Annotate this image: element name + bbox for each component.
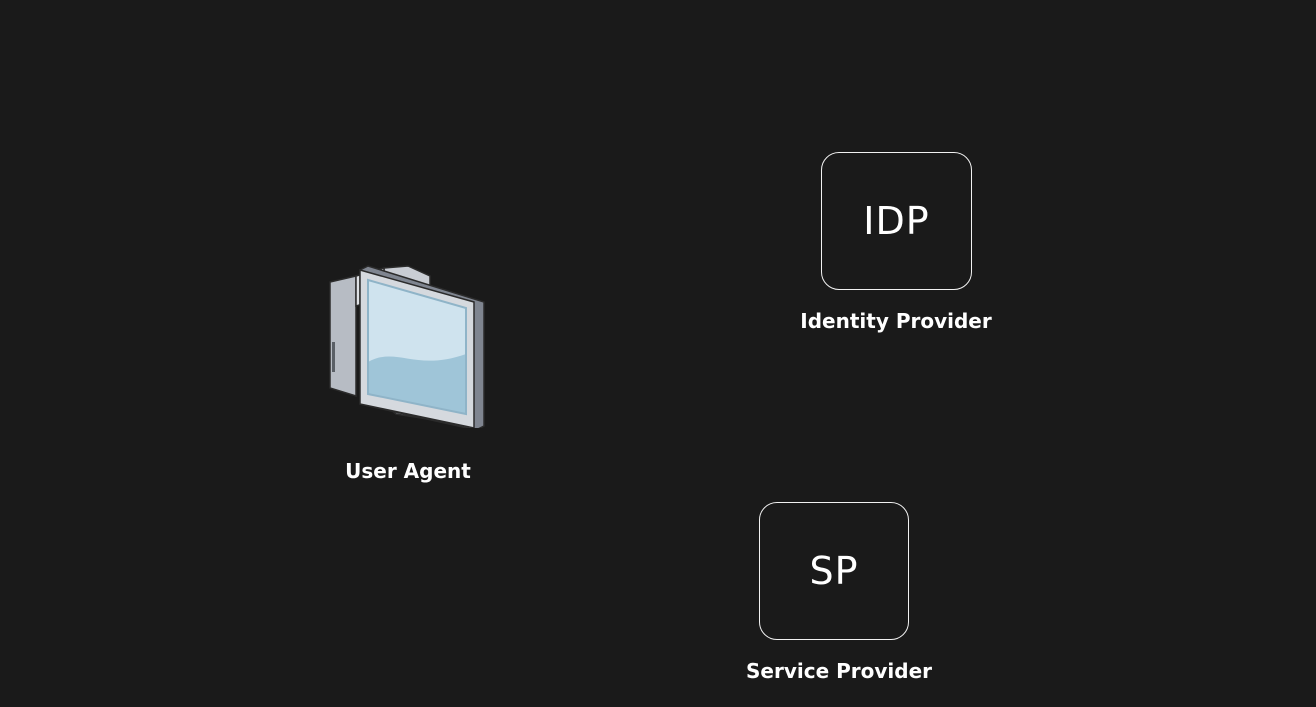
sp-node-text: SP — [809, 549, 859, 593]
idp-node[interactable]: IDP — [821, 152, 972, 290]
sp-label: Service Provider — [745, 659, 932, 683]
idp-node-text: IDP — [863, 199, 930, 243]
sp-node[interactable]: SP — [759, 502, 909, 640]
user-agent-label: User Agent — [345, 459, 471, 483]
desktop-computer-icon[interactable] — [326, 262, 488, 431]
idp-label: Identity Provider — [800, 309, 992, 333]
